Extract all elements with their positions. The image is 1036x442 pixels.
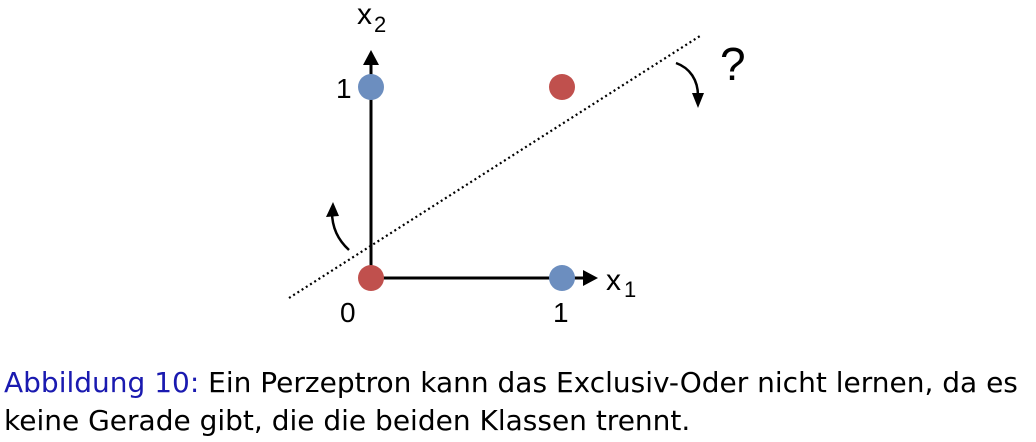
y-axis-arrowhead	[363, 50, 379, 65]
axis-x-label: x	[606, 264, 621, 297]
tick-label-y-one: 1	[336, 73, 352, 104]
point-red-1-1	[549, 74, 575, 100]
point-blue-0-1	[358, 74, 384, 100]
question-mark: ?	[720, 38, 746, 90]
caption-label: Abbildung 10:	[4, 366, 200, 399]
separating-line	[288, 35, 701, 299]
point-blue-1-0	[549, 265, 575, 291]
axis-y-subscript: 2	[374, 12, 386, 37]
rotation-arrow-upper	[675, 61, 700, 97]
tick-label-origin: 0	[340, 297, 356, 328]
caption-text: Ein Perzeptron kann das Exclusiv-Oder ni…	[4, 366, 1018, 437]
rotation-arrow-upper-head	[692, 93, 704, 108]
x-axis-arrowhead	[583, 270, 598, 286]
tick-label-x-one: 1	[553, 297, 569, 328]
axis-x-subscript: 1	[624, 277, 636, 302]
axis-y-label: x	[357, 0, 372, 31]
data-points	[358, 74, 575, 291]
xor-diagram: x 2 x 1 0 1 1 ?	[288, 0, 746, 328]
point-red-0-0	[358, 265, 384, 291]
figure-caption: Abbildung 10: Ein Perzeptron kann das Ex…	[4, 364, 1034, 440]
rotation-arrow-lower-head	[326, 202, 339, 217]
rotation-arrow-lower	[330, 211, 350, 251]
